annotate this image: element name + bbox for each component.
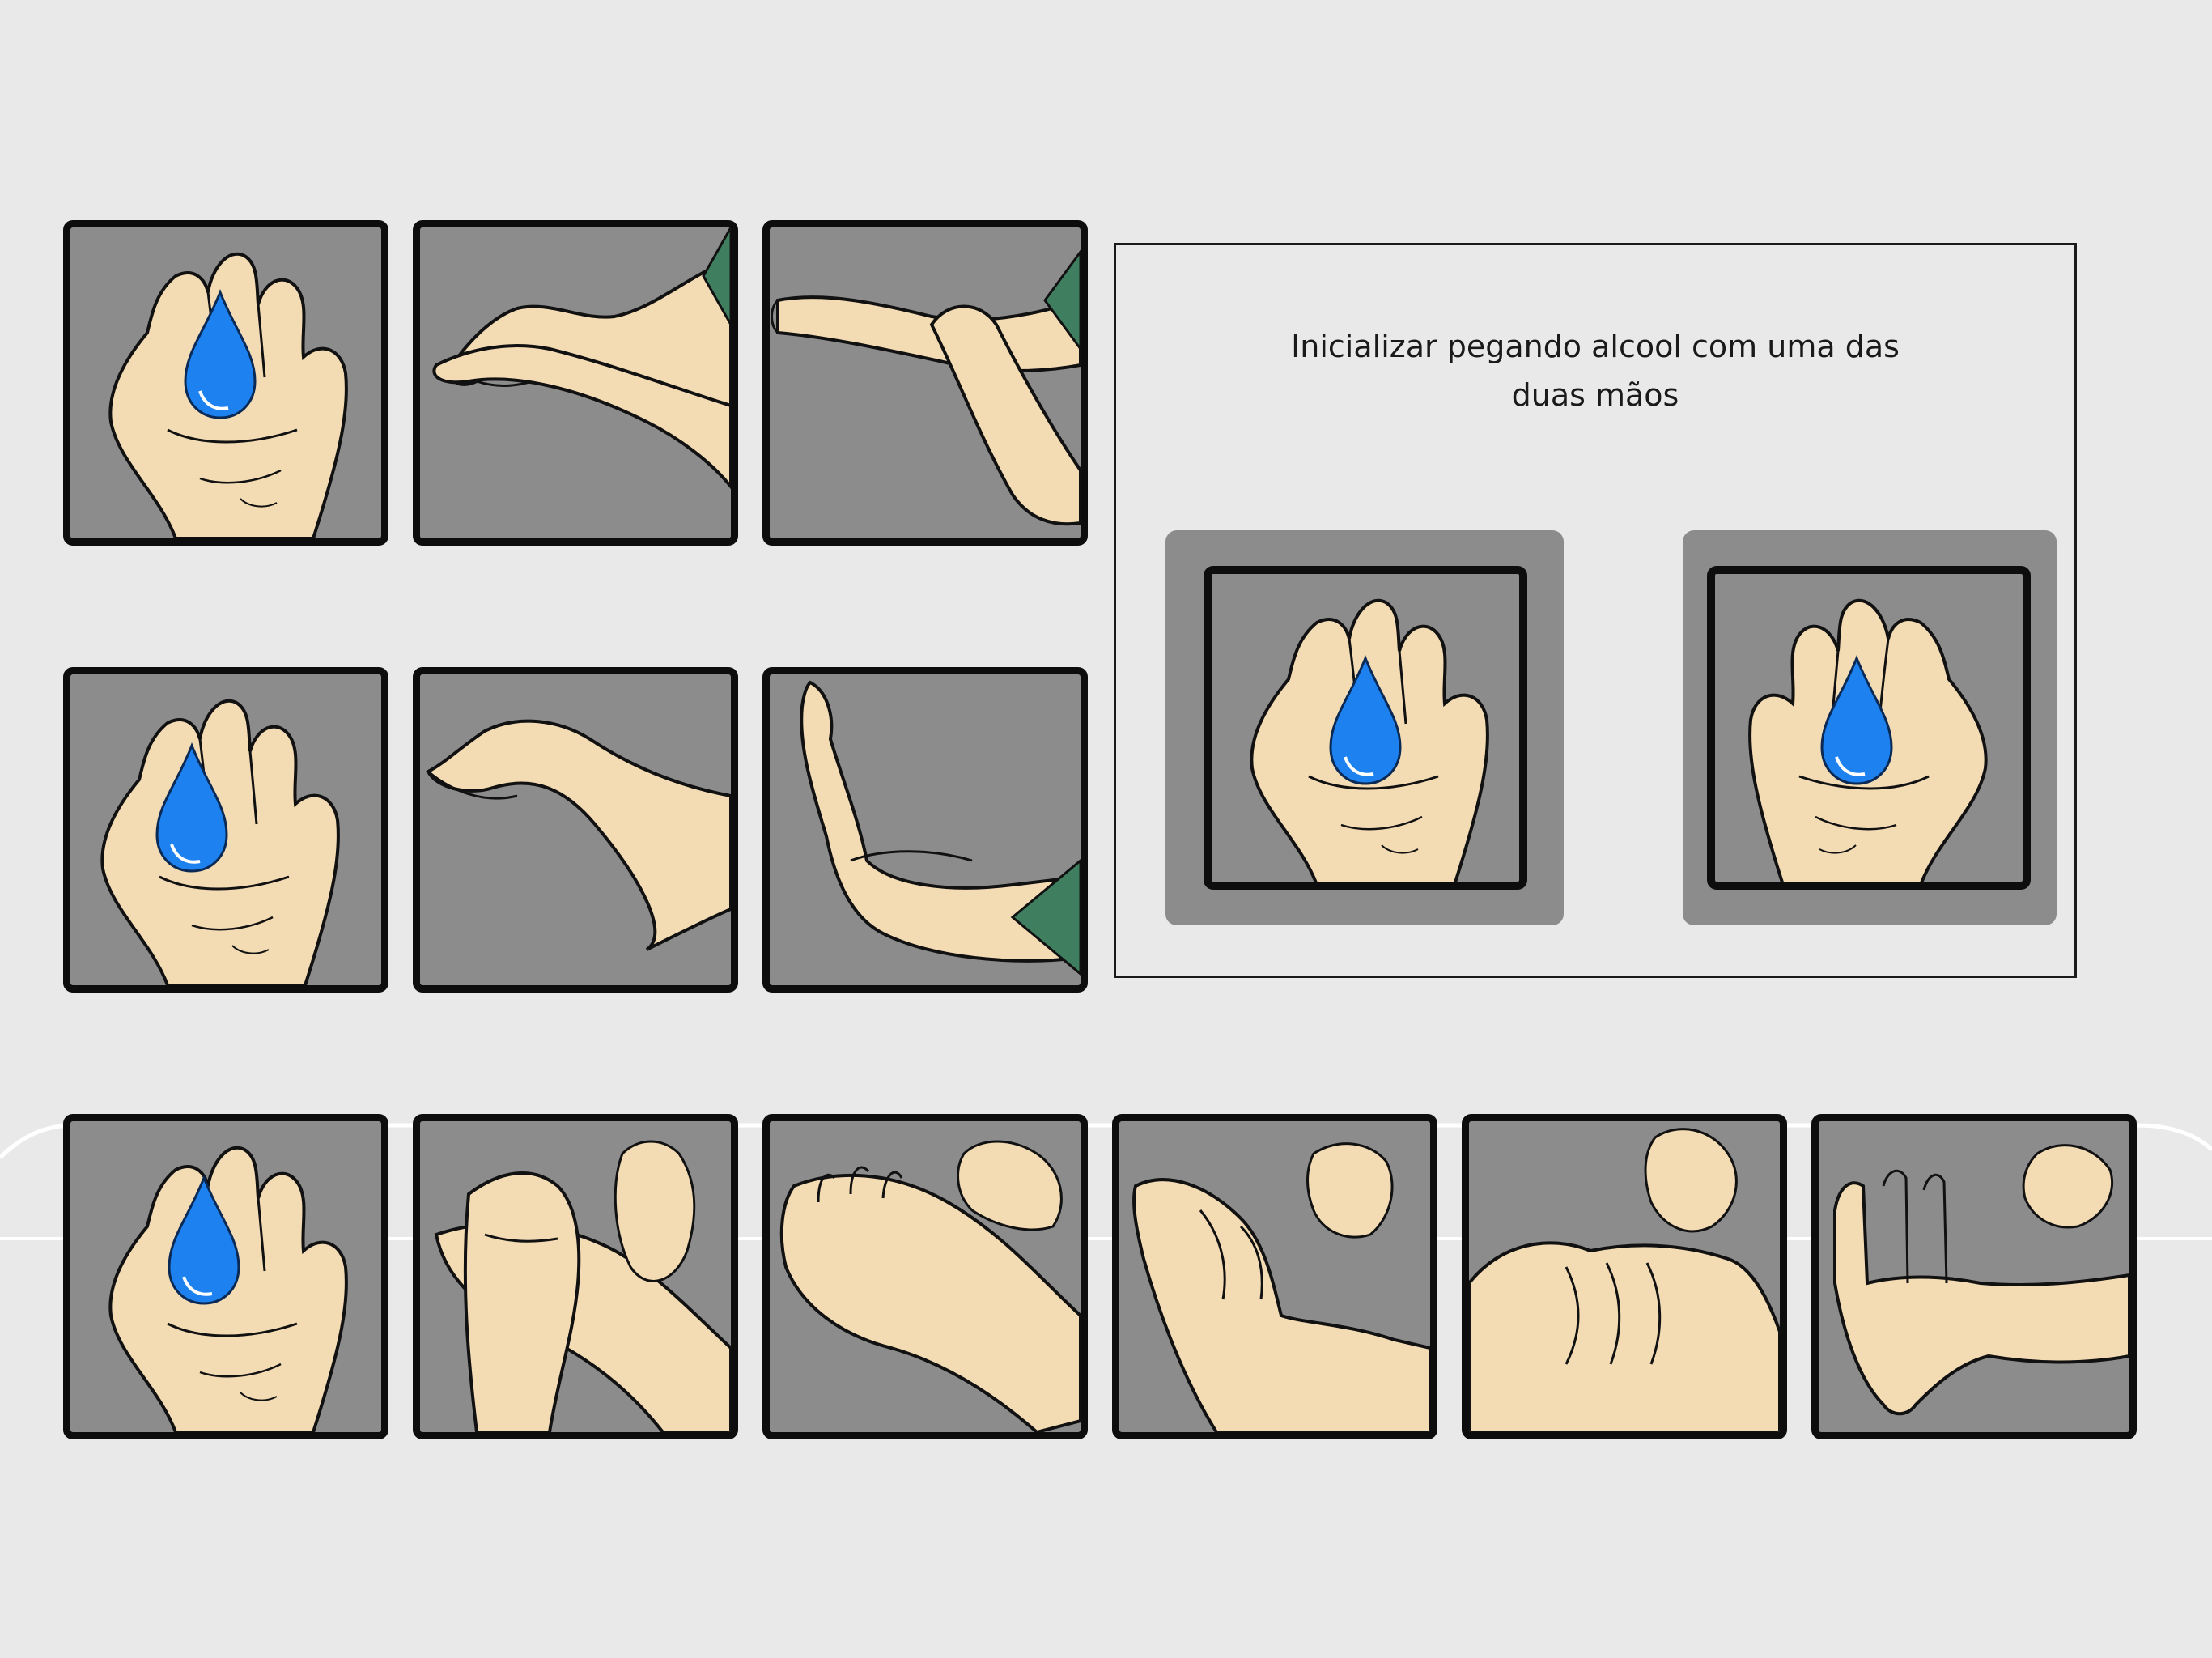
step-tile-rub-wrist-left[interactable] [413,220,738,546]
step-tile-thumb-rub[interactable] [1811,1114,2137,1439]
hand-icon [108,252,348,538]
step-tile-rub-forearm-right[interactable] [762,667,1088,993]
thumb-rub-icon [1833,1144,2129,1416]
fist-icon [1469,1127,1780,1432]
forearm-icon [426,719,731,951]
step-tile-dispense-alcohol-3[interactable] [63,1114,388,1439]
hand-icon [1250,598,1489,882]
option-right-hand[interactable] [1683,530,2057,925]
step-tile-palm-to-palm[interactable] [413,1114,738,1439]
instruction-line-1: Inicializar pegando alcool com uma das [1291,329,1900,364]
step-tile-interlaced-fingers[interactable] [1112,1114,1437,1439]
forearm-icon [771,249,1081,526]
step-tile-back-of-hands[interactable] [762,1114,1088,1439]
step-tile-dispense-alcohol-2[interactable] [63,667,388,993]
step-tile-rub-forearm-left[interactable] [762,220,1088,546]
hands-rubbing-icon [1132,1142,1430,1432]
hand-icon [1748,598,1988,882]
option-left-hand[interactable] [1165,530,1564,925]
hands-rubbing-icon [779,1140,1081,1432]
hand-icon [108,1146,348,1432]
step-tile-rub-wrist-right[interactable] [413,667,738,993]
hand-icon [100,699,340,985]
option-tile-left[interactable] [1204,566,1527,890]
step-tile-fingers-interlocked[interactable] [1462,1114,1787,1439]
instruction-line-2: duas mãos [1511,377,1679,413]
forearm-icon [432,227,731,490]
step-tile-dispense-alcohol[interactable] [63,220,388,546]
hands-rubbing-icon [435,1140,731,1432]
instruction-panel: Inicializar pegando alcool com uma das d… [1114,243,2077,978]
forearm-icon [800,680,1081,976]
instruction-text: Inicializar pegando alcool com uma das d… [1116,322,2074,419]
option-tile-right[interactable] [1707,566,2031,890]
